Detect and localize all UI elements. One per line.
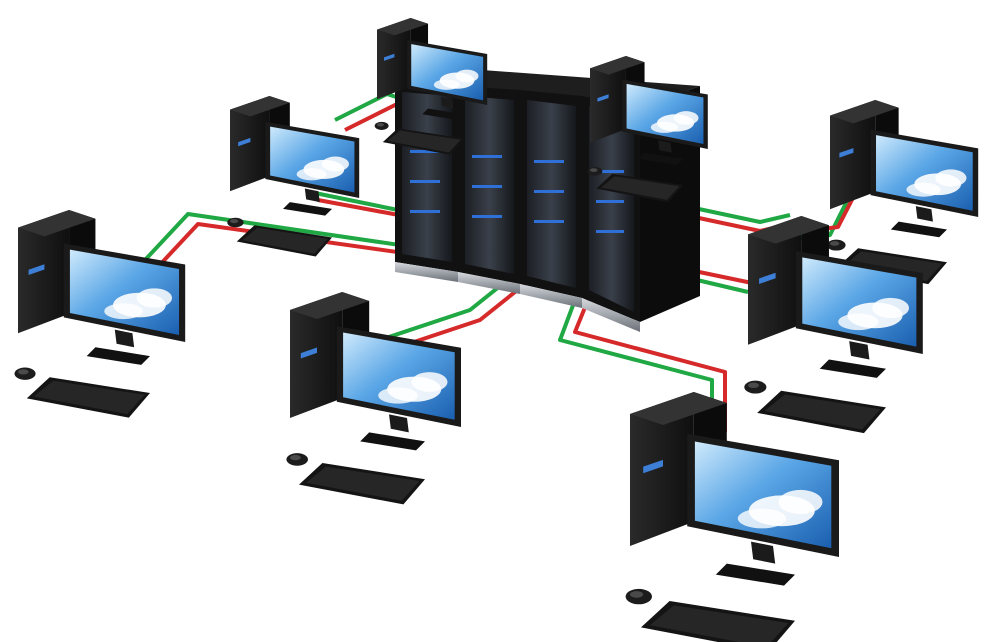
server-status-lights: [410, 150, 624, 233]
cable-red-bottom: [573, 294, 727, 432]
server-cabinet: [520, 90, 582, 308]
cable-green-right: [679, 203, 791, 224]
cable-green-left-far: [143, 212, 421, 262]
cable-red-left-far: [153, 222, 441, 272]
cable-red-center: [389, 278, 532, 352]
server-racks: [395, 68, 700, 332]
cable-red-upper-left: [317, 198, 405, 218]
server-cabinet: [582, 96, 640, 332]
cable-green-upper-left: [309, 190, 399, 212]
server-cabinet: [458, 86, 520, 294]
